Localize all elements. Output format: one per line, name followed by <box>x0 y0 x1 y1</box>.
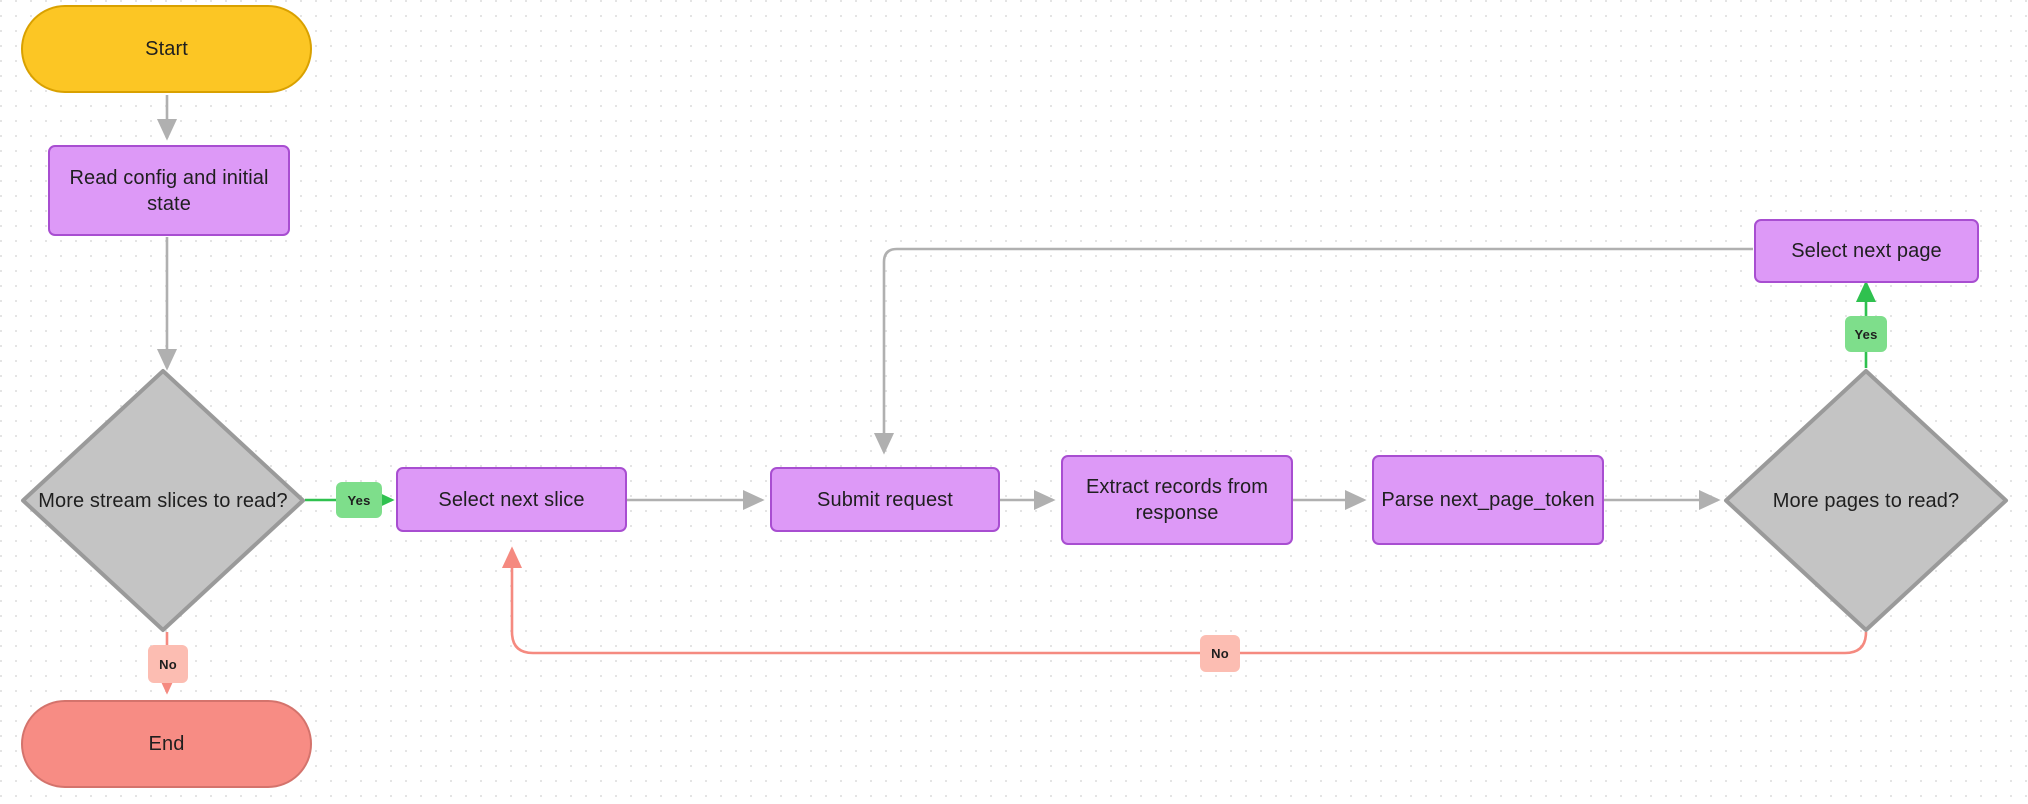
edge-label-more-pages-no: No <box>1200 635 1240 672</box>
node-start-label: Start <box>145 38 188 60</box>
edge-label-more-pages-yes: Yes <box>1845 316 1887 352</box>
node-end-label: End <box>148 733 185 755</box>
node-select-next-slice-label: Select next slice <box>438 488 585 511</box>
node-extract-records[interactable]: Extract records from response <box>1061 455 1293 545</box>
node-read-config-label: Read config and initial state <box>69 166 269 215</box>
node-parse-next-page-token-label: Parse next_page_token <box>1381 489 1595 511</box>
edge-more-pages-no-loop <box>501 546 1868 655</box>
node-extract-records-label: Extract records from response <box>1085 476 1269 524</box>
node-submit-request[interactable]: Submit request <box>770 467 1000 532</box>
edge-label-more-slices-no: No <box>148 645 188 683</box>
node-select-next-slice[interactable]: Select next slice <box>396 467 627 532</box>
edge-label-text: No <box>1211 646 1229 661</box>
edge-label-text: Yes <box>1854 326 1878 342</box>
node-select-next-page[interactable]: Select next page <box>1754 219 1979 283</box>
edge-label-more-slices-yes: Yes <box>336 482 382 518</box>
edge-select-page-to-submit-loop <box>873 247 1753 455</box>
node-more-pages[interactable]: More pages to read? <box>1723 368 2009 633</box>
node-parse-next-page-token[interactable]: Parse next_page_token <box>1372 455 1604 545</box>
node-submit-request-label: Submit request <box>817 488 953 511</box>
node-read-config[interactable]: Read config and initial state <box>48 145 290 236</box>
node-select-next-page-label: Select next page <box>1791 240 1942 262</box>
node-more-stream-slices-label: More stream slices to read? <box>38 489 288 512</box>
node-end[interactable]: End <box>21 700 312 788</box>
edge-label-text: No <box>159 656 177 672</box>
decision-diamond-shape <box>21 369 305 632</box>
node-more-stream-slices[interactable]: More stream slices to read? <box>20 368 306 633</box>
node-more-pages-label: More pages to read? <box>1772 489 1960 512</box>
edge-label-text: Yes <box>347 492 371 508</box>
node-start[interactable]: Start <box>21 5 312 93</box>
